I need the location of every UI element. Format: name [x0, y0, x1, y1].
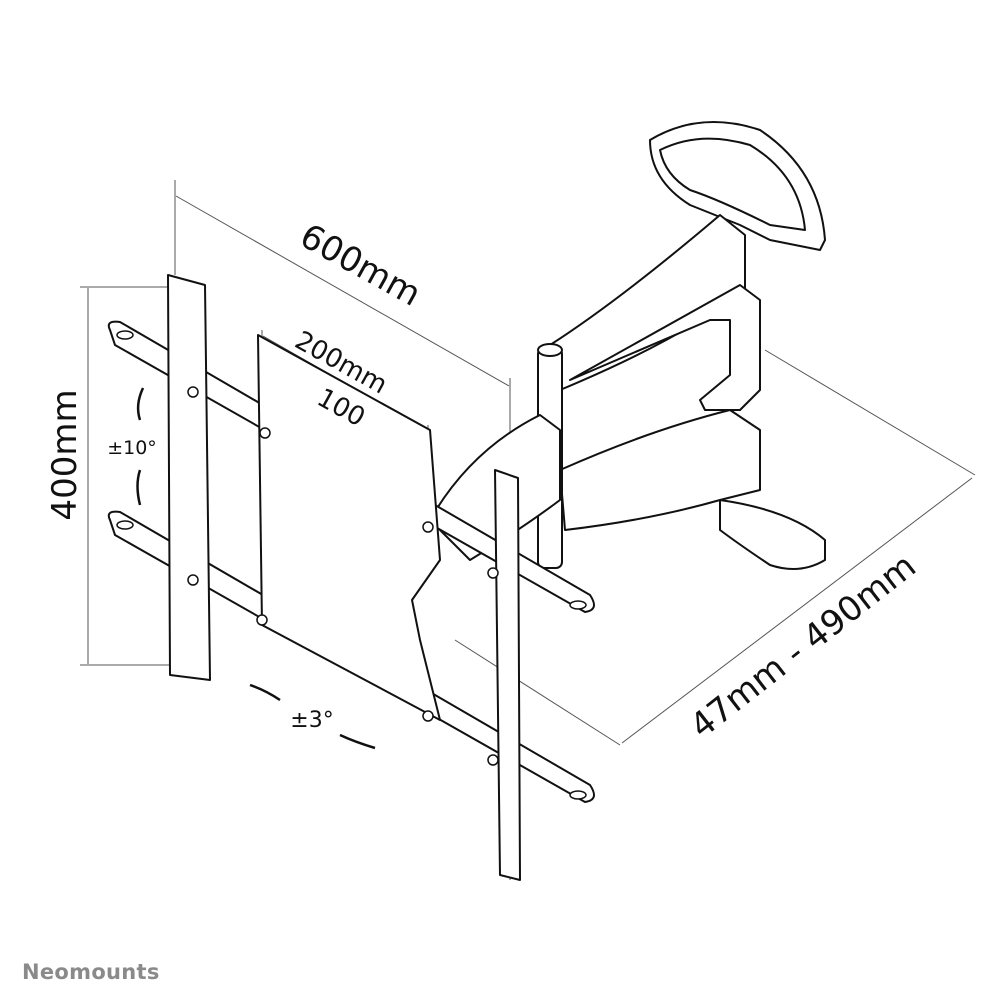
mount-body	[107, 121, 826, 881]
dim-tilt: ±10°	[107, 437, 157, 459]
dim-swivel: ±3°	[290, 708, 333, 733]
dim-extension: 47mm - 490mm	[683, 546, 924, 747]
brand-logo: Neomounts	[22, 960, 160, 984]
dim-600mm: 600mm	[293, 216, 427, 315]
rotation-arrows	[136, 387, 376, 750]
dim-400mm: 400mm	[45, 389, 85, 520]
dimension-lines	[80, 180, 976, 880]
mounting-holes	[116, 330, 587, 800]
